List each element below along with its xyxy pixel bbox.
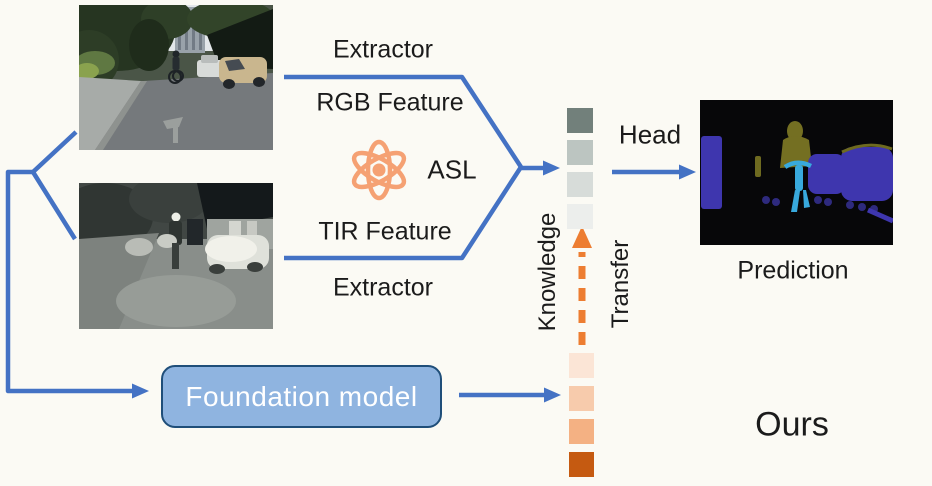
input-fork-line (30, 130, 78, 241)
atom-icon (351, 139, 407, 201)
foundation-feature-block-1 (569, 353, 594, 378)
extractor-top-label: Extractor (332, 35, 434, 64)
foundation-model-label: Foundation model (185, 380, 418, 412)
tir-extractor-line (284, 165, 523, 261)
fused-feature-block-4 (567, 204, 593, 229)
fused-feature-block-1 (567, 108, 593, 133)
ours-label: Ours (755, 405, 829, 444)
foundation-model-box: Foundation model (161, 365, 442, 428)
rgb-extractor-line (284, 74, 523, 169)
head-label: Head (618, 119, 682, 150)
foundation-input-line (5, 169, 149, 399)
fused-feature-block-3 (567, 172, 593, 197)
foundation-feature-block-4 (569, 452, 594, 477)
prediction-output-image (700, 100, 893, 245)
fused-feature-block-2 (567, 140, 593, 165)
rgb-feature-label: RGB Feature (316, 88, 464, 117)
tir-input-image (79, 183, 273, 329)
knowledge-transfer-arrowhead-icon (572, 226, 592, 248)
asl-label: ASL (427, 154, 477, 185)
foundation-feature-block-2 (569, 386, 594, 411)
foundation-feature-block-3 (569, 419, 594, 444)
extractor-bottom-label: Extractor (332, 273, 434, 302)
prediction-label: Prediction (737, 256, 849, 285)
tir-feature-label: TIR Feature (318, 217, 452, 246)
rgb-input-image (79, 5, 273, 150)
